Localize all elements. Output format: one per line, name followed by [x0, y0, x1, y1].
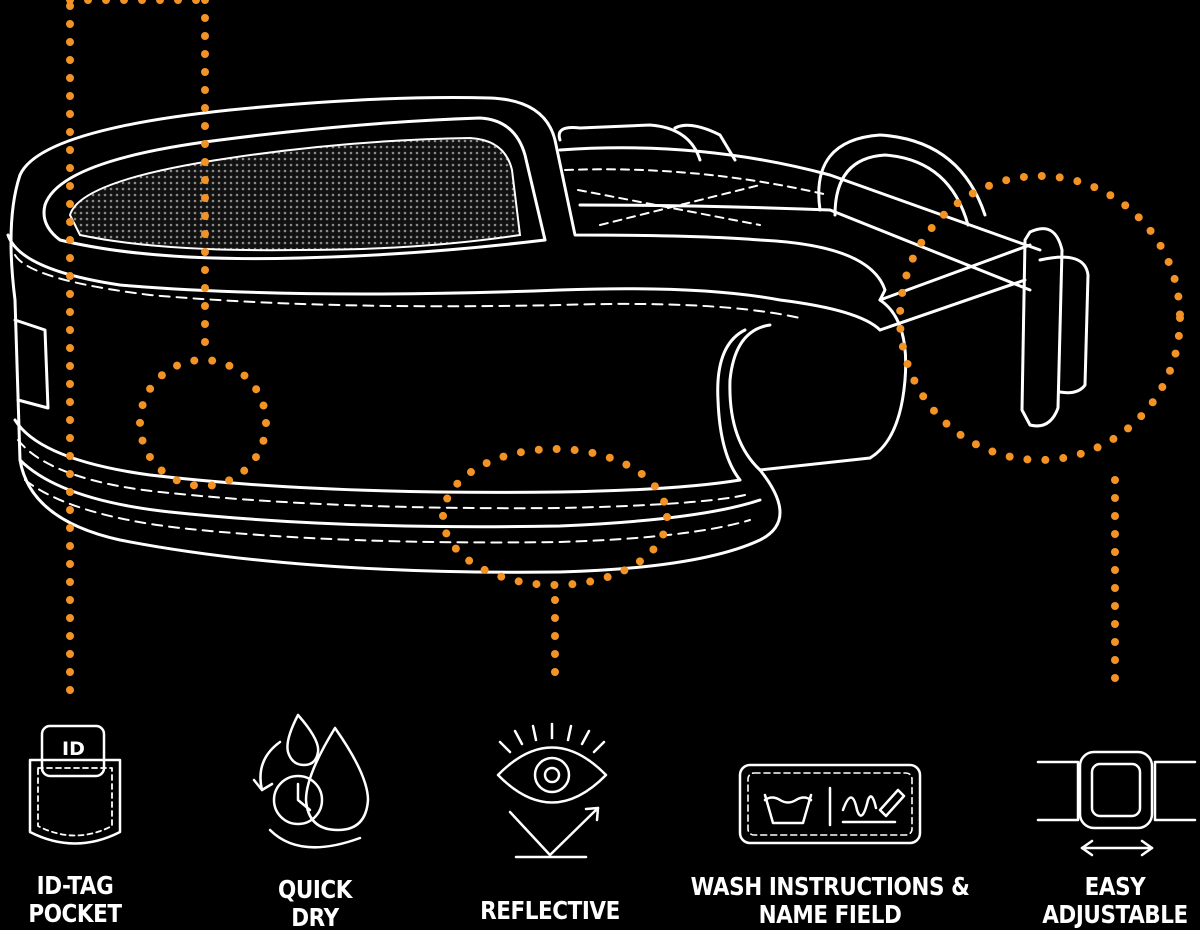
collar-face-top: [6, 233, 882, 332]
label-line: ID-TAG: [36, 871, 114, 900]
back-strap-top: [558, 146, 1042, 252]
feature-label-id-tag-pocket: ID-TAG POCKET: [6, 872, 144, 928]
callout-lines: [66, 0, 1184, 694]
label-line: REFLECTIVE: [480, 896, 620, 925]
wash-label-icon: [738, 763, 922, 845]
feature-label-reflective: REFLECTIVE: [447, 897, 653, 925]
mesh-lining: [68, 136, 522, 252]
quick-dry-icon: [252, 713, 370, 849]
label-line: POCKET: [28, 899, 122, 928]
reflective-eye-icon: [496, 722, 608, 859]
label-line: NAME FIELD: [758, 900, 902, 929]
adjustable-buckle-icon: [1036, 750, 1197, 857]
label-line: QUICK: [277, 875, 353, 904]
callout-quick-dry: [136, 356, 270, 490]
id-pocket-flap: [13, 318, 50, 410]
collar-outer-top: [18, 96, 887, 302]
strap-slider: [1020, 227, 1064, 428]
label-line: DRY: [291, 903, 339, 930]
collar-outer-bottom: [9, 173, 782, 574]
label-line: ADJUSTABLE: [1042, 900, 1188, 929]
o-ring-back: [817, 133, 987, 217]
id-tag-pocket-icon: [28, 724, 122, 845]
callout-reflective: [439, 445, 671, 589]
callout-adjustable: [896, 172, 1184, 464]
side-release-buckle: [557, 123, 702, 162]
label-line: WASH INSTRUCTIONS &: [690, 872, 970, 901]
feature-label-wash-instructions: WASH INSTRUCTIONS & NAME FIELD: [667, 873, 994, 929]
label-line: EASY: [1084, 872, 1146, 901]
callout-id-pocket: [66, 0, 209, 694]
strap-loop: [728, 323, 872, 472]
feature-label-quick-dry: QUICK DRY: [246, 876, 384, 930]
id-icon-text: ID: [62, 738, 85, 760]
feature-label-easy-adjustable: EASY ADJUSTABLE: [1025, 873, 1200, 929]
back-strap-bottom: [578, 203, 1032, 292]
collar-face-bottom: [13, 418, 742, 494]
